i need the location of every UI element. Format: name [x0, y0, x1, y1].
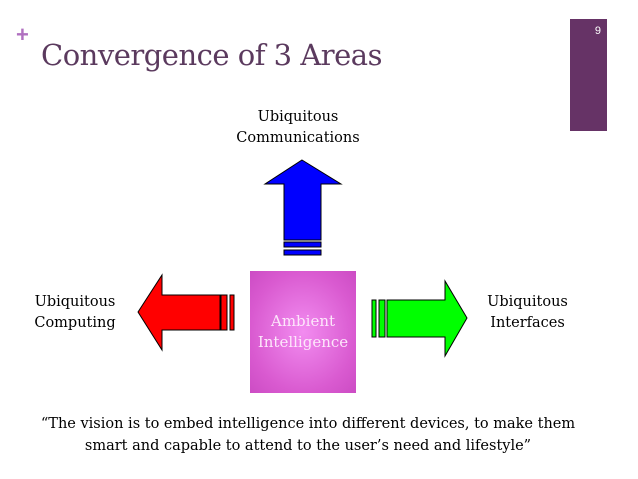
quote-line2: smart and capable to attend to the user’…	[84, 438, 532, 454]
left-arrow	[137, 273, 235, 352]
quote: “The vision is to embed intelligence int…	[0, 413, 616, 457]
label-left-line2: Computing	[34, 315, 116, 331]
page-number-bar: 9	[570, 19, 607, 131]
label-right: Ubiquitous Interfaces	[460, 292, 595, 334]
label-right-line2: Interfaces	[490, 315, 565, 331]
center-label: Ambient Intelligence	[257, 312, 349, 351]
label-top-line2: Communications	[236, 130, 360, 146]
ambient-intelligence-box: Ambient Intelligence	[250, 271, 356, 393]
page-number: 9	[594, 25, 601, 37]
slide-title: Convergence of 3 Areas	[41, 38, 382, 72]
label-left: Ubiquitous Computing	[0, 292, 150, 334]
label-left-line1: Ubiquitous	[34, 294, 116, 310]
label-top: Ubiquitous Communications	[198, 107, 398, 149]
quote-line1: “The vision is to embed intelligence int…	[40, 416, 576, 432]
label-right-line1: Ubiquitous	[487, 294, 568, 310]
up-arrow	[263, 159, 343, 256]
plus-icon: +	[16, 22, 29, 47]
label-top-line1: Ubiquitous	[257, 109, 339, 125]
right-arrow	[371, 279, 468, 358]
